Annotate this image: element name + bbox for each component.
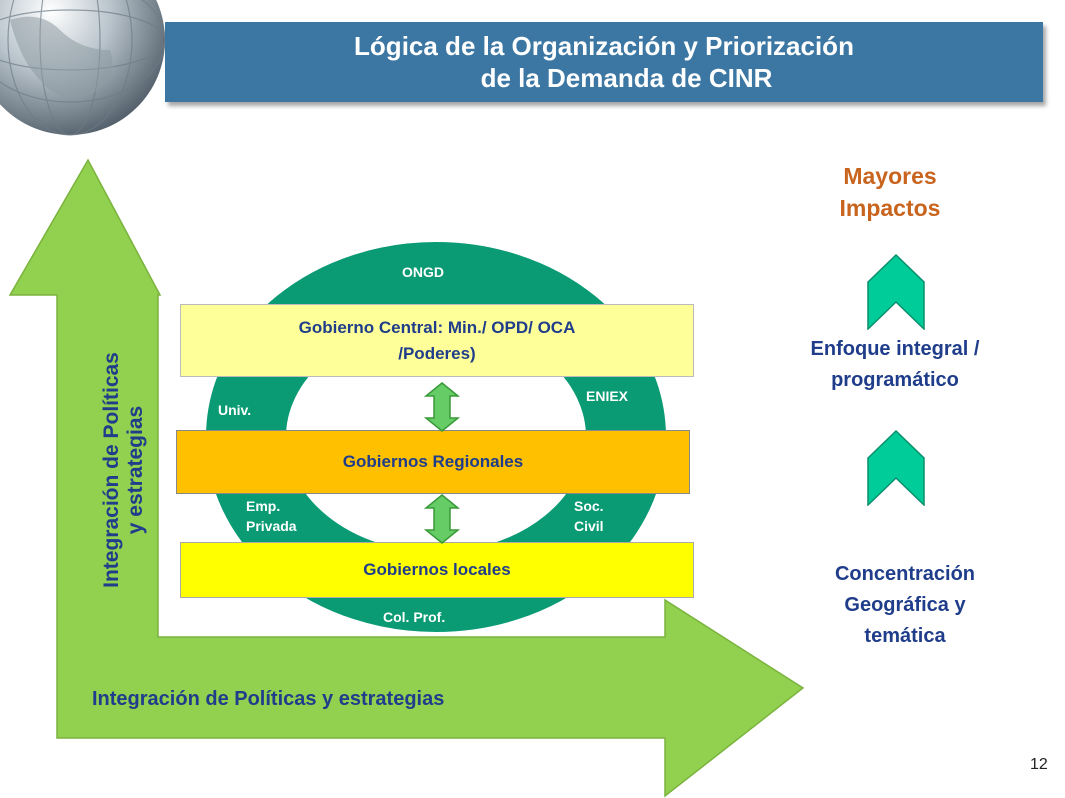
impact-title-line-1: Mayores [843,163,937,189]
ring-label-emp-privada: Emp. Privada [246,496,297,536]
slide-title-line-1: Lógica de la Organización y Priorización [354,31,854,61]
ring-label-univ: Univ. [218,402,252,418]
title-banner: Lógica de la Organización y Priorización… [165,22,1043,102]
up-chevron-icon [867,430,925,506]
concentracion-line-2: Geográfica y [844,594,966,616]
ring-label-ongd: ONGD [402,264,444,280]
concentracion-line-3: temática [864,625,946,647]
concentracion-label: Concentración Geográfica y temática [790,559,1020,652]
ring-label-col-prof: Col. Prof. [383,609,446,625]
ring-label-eniex: ENIEX [586,388,629,404]
level-box-local: Gobiernos locales [180,542,694,598]
ring-label-soc-line-1: Soc. [574,498,604,514]
central-line-1: Gobierno Central: Min./ OPD/ OCA [298,317,576,337]
central-line-2: /Poderes) [398,343,476,363]
level-box-central: Gobierno Central: Min./ OPD/ OCA /Podere… [180,304,694,377]
vertical-axis-label: Integración de Políticas y estrategias [64,300,184,640]
slide-title-line-2: de la Demanda de CINR [480,63,773,93]
concentracion-line-1: Concentración [834,563,976,585]
horizontal-axis-label: Integración de Políticas y estrategias [92,688,445,710]
ring-label-emp-line-2: Privada [246,518,297,534]
impact-title: Mayores Impactos [800,160,980,224]
double-headed-arrow-icon [424,494,460,544]
ring-label-emp-line-1: Emp. [246,498,281,514]
enfoque-label: Enfoque integral / programático [765,334,1025,396]
globe-icon [0,0,166,136]
ring-label-soc-line-2: Civil [574,518,604,534]
enfoque-line-1: Enfoque integral / [810,338,980,360]
enfoque-line-2: programático [831,369,959,391]
level-box-regional: Gobiernos Regionales [176,430,690,494]
up-chevron-icon [867,254,925,330]
vertical-label-line-2: y estrategias [124,405,147,535]
impact-title-line-2: Impactos [839,195,941,221]
vertical-label-line-1: Integración de Políticas [100,352,123,588]
ring-label-soc-civil: Soc. Civil [574,496,604,536]
double-headed-arrow-icon [424,382,460,432]
page-number: 12 [1030,756,1048,773]
